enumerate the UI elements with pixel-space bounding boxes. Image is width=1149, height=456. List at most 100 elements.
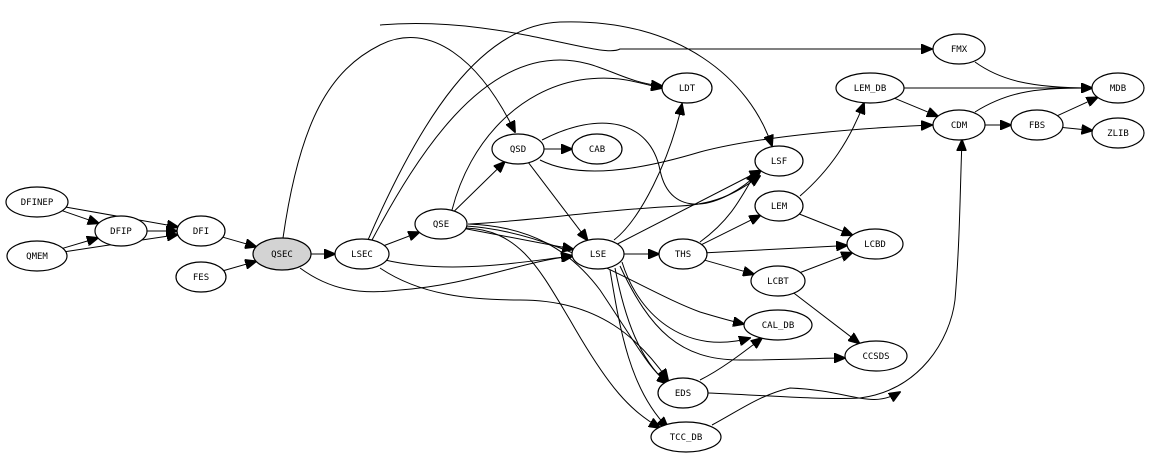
edge-eds-to-cdm	[707, 140, 962, 399]
node-qmem[interactable]: QMEM	[6, 240, 68, 272]
node-ellipse[interactable]	[414, 208, 468, 240]
edge-cdm-to-mdb	[974, 88, 1092, 113]
node-ccsds[interactable]: CCSDS	[844, 340, 908, 372]
node-ellipse[interactable]	[932, 109, 986, 141]
node-ellipse[interactable]	[754, 190, 804, 222]
node-lsf[interactable]: LSF	[754, 145, 804, 177]
node-ellipse[interactable]	[491, 133, 545, 165]
edge-lem-to-lcbd	[799, 213, 852, 235]
node-lcbt[interactable]: LCBT	[750, 265, 806, 297]
node-label: FBS	[1029, 121, 1045, 131]
edge-ths-to-lsf	[699, 172, 756, 243]
node-ellipse[interactable]	[6, 240, 68, 272]
edge-qsec-to-lse	[299, 256, 572, 293]
node-cdm[interactable]: CDM	[932, 109, 986, 141]
edge-qse-to-ldt	[451, 77, 662, 211]
node-ellipse[interactable]	[835, 72, 905, 104]
edge-lsec-to-lsf	[367, 21, 772, 241]
node-dfip[interactable]: DFIP	[94, 215, 148, 247]
node-ellipse[interactable]	[571, 133, 623, 165]
edge-qse-to-tcc_db	[465, 227, 660, 428]
node-ldt[interactable]: LDT	[661, 72, 713, 104]
node-label: CCSDS	[862, 352, 889, 362]
node-label: QSEC	[271, 250, 293, 260]
edge-ths-to-lcbd	[706, 246, 847, 254]
node-label: DFIP	[110, 227, 132, 237]
node-label: TCC_DB	[670, 433, 703, 443]
node-label: CAB	[589, 145, 605, 155]
edge-qsd-to-cdm	[539, 125, 932, 172]
node-ellipse[interactable]	[1091, 117, 1145, 149]
node-label: QSD	[510, 145, 526, 155]
edge-lsec-to-lse	[384, 256, 573, 268]
node-ellipse[interactable]	[658, 238, 708, 270]
node-label: DFI	[193, 227, 209, 237]
node-ellipse[interactable]	[94, 215, 148, 247]
edge-lse-to-lsf	[617, 171, 760, 245]
node-ellipse[interactable]	[1091, 72, 1145, 104]
node-label: LSEC	[351, 250, 373, 260]
node-ellipse[interactable]	[650, 421, 722, 453]
edge-lem-to-lem_db	[799, 103, 864, 197]
node-lem[interactable]: LEM	[754, 190, 804, 222]
edge-eds-to-cal_db	[699, 338, 762, 381]
node-ellipse[interactable]	[750, 265, 806, 297]
edge-qsd-to-lse	[528, 162, 588, 241]
node-ellipse[interactable]	[571, 238, 625, 270]
node-qse[interactable]: QSE	[414, 208, 468, 240]
node-ellipse[interactable]	[334, 238, 390, 270]
node-qsd[interactable]: QSD	[491, 133, 545, 165]
node-lsec[interactable]: LSEC	[334, 238, 390, 270]
node-dfinep[interactable]: DFINEP	[5, 186, 69, 218]
node-label: QSE	[433, 220, 449, 230]
edge-qse-to-qsd	[453, 162, 504, 212]
node-label: THS	[675, 250, 691, 260]
node-label: LSF	[771, 157, 787, 167]
node-eds[interactable]: EDS	[657, 377, 709, 409]
node-ellipse[interactable]	[743, 309, 813, 341]
node-ellipse[interactable]	[176, 215, 226, 247]
node-cal-db[interactable]: CAL_DB	[743, 309, 813, 341]
node-qsec[interactable]: QSEC	[252, 237, 312, 271]
node-lse[interactable]: LSE	[571, 238, 625, 270]
node-zlib[interactable]: ZLIB	[1091, 117, 1145, 149]
edge-lcbt-to-ccsds	[793, 292, 860, 343]
node-label: CDM	[951, 121, 968, 131]
node-label: LEM_DB	[854, 84, 887, 94]
edge-lsec-to-ldt	[371, 59, 662, 241]
node-ellipse[interactable]	[5, 186, 69, 218]
node-ellipse[interactable]	[846, 228, 904, 260]
edge-fbs-to-zlib	[1062, 128, 1093, 131]
node-ellipse[interactable]	[844, 340, 908, 372]
node-fes[interactable]: FES	[175, 261, 227, 293]
node-label: LCBD	[864, 240, 886, 250]
node-lcbd[interactable]: LCBD	[846, 228, 904, 260]
node-ellipse[interactable]	[175, 261, 227, 293]
edge-lse-to-ccsds	[619, 265, 845, 360]
node-mdb[interactable]: MDB	[1091, 72, 1145, 104]
edge-lse-to-eds	[614, 267, 668, 384]
node-ellipse[interactable]	[657, 377, 709, 409]
node-tcc-db[interactable]: TCC_DB	[650, 421, 722, 453]
node-cab[interactable]: CAB	[571, 133, 623, 165]
node-label: FMX	[951, 45, 968, 55]
node-ellipse[interactable]	[932, 33, 986, 65]
node-label: LCBT	[767, 277, 789, 287]
node-ths[interactable]: THS	[658, 238, 708, 270]
edge-qse-to-lsf	[469, 176, 760, 225]
node-label: QMEM	[26, 252, 48, 262]
node-label: DFINEP	[21, 198, 54, 208]
node-ellipse[interactable]	[754, 145, 804, 177]
node-ellipse[interactable]	[661, 72, 713, 104]
node-fmx[interactable]: FMX	[932, 33, 986, 65]
edge-fbs-to-mdb	[1057, 97, 1097, 117]
edge-qse-to-cal_db	[465, 225, 744, 324]
node-ellipse[interactable]	[252, 237, 312, 271]
node-lem-db[interactable]: LEM_DB	[835, 72, 905, 104]
node-fbs[interactable]: FBS	[1010, 109, 1064, 141]
edge-qsec-to-qsd	[282, 37, 515, 239]
node-ellipse[interactable]	[1010, 109, 1064, 141]
node-dfi[interactable]: DFI	[176, 215, 226, 247]
edge-fes-to-qsec	[223, 261, 257, 272]
